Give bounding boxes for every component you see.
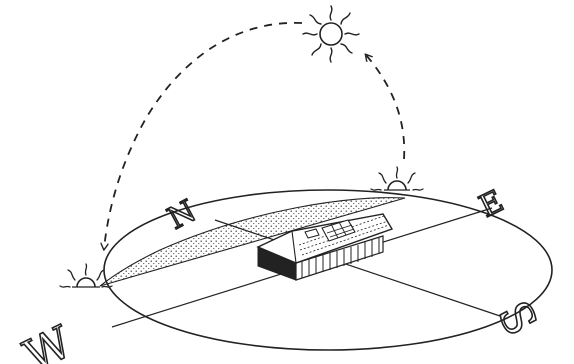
sun-sweep-area <box>100 198 405 286</box>
sunrise-icon <box>371 167 423 190</box>
south-label: S <box>487 293 546 344</box>
east-label: E <box>474 184 509 225</box>
north-label: N <box>162 194 202 237</box>
sun-icon <box>303 6 359 62</box>
sun-path-rising-arc <box>366 55 404 159</box>
west-label: W <box>17 316 81 364</box>
